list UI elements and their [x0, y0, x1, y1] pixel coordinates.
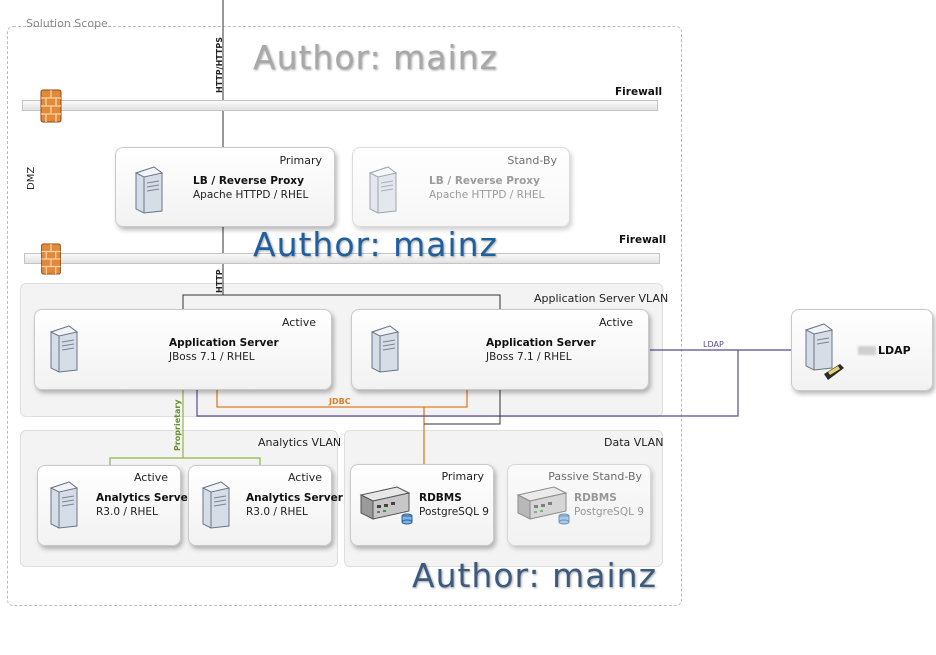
- firewall-bar-top: [22, 100, 658, 111]
- firewall-brick-icon: [40, 89, 62, 127]
- database-rack-icon: [357, 485, 415, 529]
- jdbc-label: JDBC: [329, 397, 351, 406]
- database-subtitle: PostgreSQL 9: [419, 506, 489, 518]
- app-server-subtitle: JBoss 7.1 / RHEL: [486, 351, 572, 363]
- database-primary-card: Primary RDBMS PostgreSQL 9: [350, 464, 494, 546]
- database-title: RDBMS: [419, 492, 462, 504]
- proxy-primary-card: Primary LB / Reverse Proxy Apache HTTPD …: [115, 147, 335, 227]
- proprietary-label: Proprietary: [173, 399, 182, 451]
- proxy-standby-card: Stand-By LB / Reverse Proxy Apache HTTPD…: [352, 147, 570, 227]
- http-https-label: HTTP/HTTPS: [215, 37, 224, 93]
- http-label: HTTP: [215, 269, 224, 293]
- proxy-role-label: Stand-By: [507, 154, 557, 167]
- database-subtitle: PostgreSQL 9: [574, 506, 644, 518]
- firewall-label-bottom: Firewall: [619, 234, 667, 246]
- analytics-vlan-label: Analytics VLAN: [258, 436, 342, 449]
- app-server-subtitle: JBoss 7.1 / RHEL: [169, 351, 255, 363]
- author-watermark: Author: mainz: [253, 225, 498, 264]
- directory-server-icon: [802, 322, 846, 388]
- ldap-link-label: LDAP: [703, 340, 724, 349]
- analytics-server-subtitle: R3.0 / RHEL: [96, 506, 158, 518]
- server-icon: [366, 165, 398, 219]
- ldap-server-card: LDAP: [791, 309, 933, 391]
- analytics-server-role: Active: [133, 471, 168, 484]
- firewall-label-top: Firewall: [615, 86, 663, 98]
- solution-scope-frame: [7, 26, 682, 606]
- dmz-label: DMZ: [26, 166, 37, 190]
- http-fork-line: [182, 294, 501, 310]
- author-watermark: Author: mainz: [253, 38, 498, 77]
- ldap-title: LDAP: [878, 344, 911, 357]
- jdbc-line: [216, 388, 468, 408]
- app-server-role: Active: [598, 316, 633, 329]
- analytics-server-role: Active: [287, 471, 322, 484]
- redacted-text-block: [858, 346, 876, 355]
- proxy-subtitle: Apache HTTPD / RHEL: [429, 189, 545, 201]
- proprietary-fork-line: [109, 457, 261, 466]
- database-standby-card: Passive Stand-By RDBMS PostgreSQL 9: [507, 464, 651, 546]
- analytics-server-title: Analytics Server: [246, 492, 343, 504]
- app-server-card: Active Application Server JBoss 7.1 / RH…: [351, 309, 649, 390]
- server-icon: [47, 324, 79, 378]
- analytics-server-card: Active Analytics Server R3.0 / RHEL: [188, 465, 343, 546]
- database-role: Passive Stand-By: [548, 470, 642, 483]
- firewall-brick-icon: [40, 243, 62, 279]
- ldap-line-app2: [424, 388, 501, 425]
- ldap-line-app1: [196, 350, 739, 417]
- database-title: RDBMS: [574, 492, 617, 504]
- solution-scope-label: Solution Scope: [26, 17, 108, 30]
- app-server-vlan-label: Application Server VLAN: [534, 292, 669, 305]
- data-vlan-label: Data VLAN: [604, 436, 664, 449]
- database-role: Primary: [441, 470, 484, 483]
- server-icon: [368, 324, 400, 378]
- analytics-server-card: Active Analytics Server R3.0 / RHEL: [37, 465, 193, 546]
- proxy-subtitle: Apache HTTPD / RHEL: [193, 189, 309, 201]
- analytics-server-title: Analytics Server: [96, 492, 193, 504]
- app-server-card: Active Application Server JBoss 7.1 / RH…: [34, 309, 332, 390]
- proxy-role-label: Primary: [279, 154, 322, 167]
- app-server-title: Application Server: [486, 337, 596, 349]
- app-server-role: Active: [281, 316, 316, 329]
- analytics-server-subtitle: R3.0 / RHEL: [246, 506, 308, 518]
- proxy-title: LB / Reverse Proxy: [193, 175, 304, 187]
- proxy-title: LB / Reverse Proxy: [429, 175, 540, 187]
- author-watermark: Author: mainz: [412, 556, 657, 595]
- server-icon: [132, 165, 164, 219]
- app-server-title: Application Server: [169, 337, 279, 349]
- firewall-bar-bottom: [24, 253, 660, 264]
- server-icon: [47, 480, 79, 534]
- database-rack-icon: [514, 485, 572, 529]
- server-icon: [199, 480, 231, 534]
